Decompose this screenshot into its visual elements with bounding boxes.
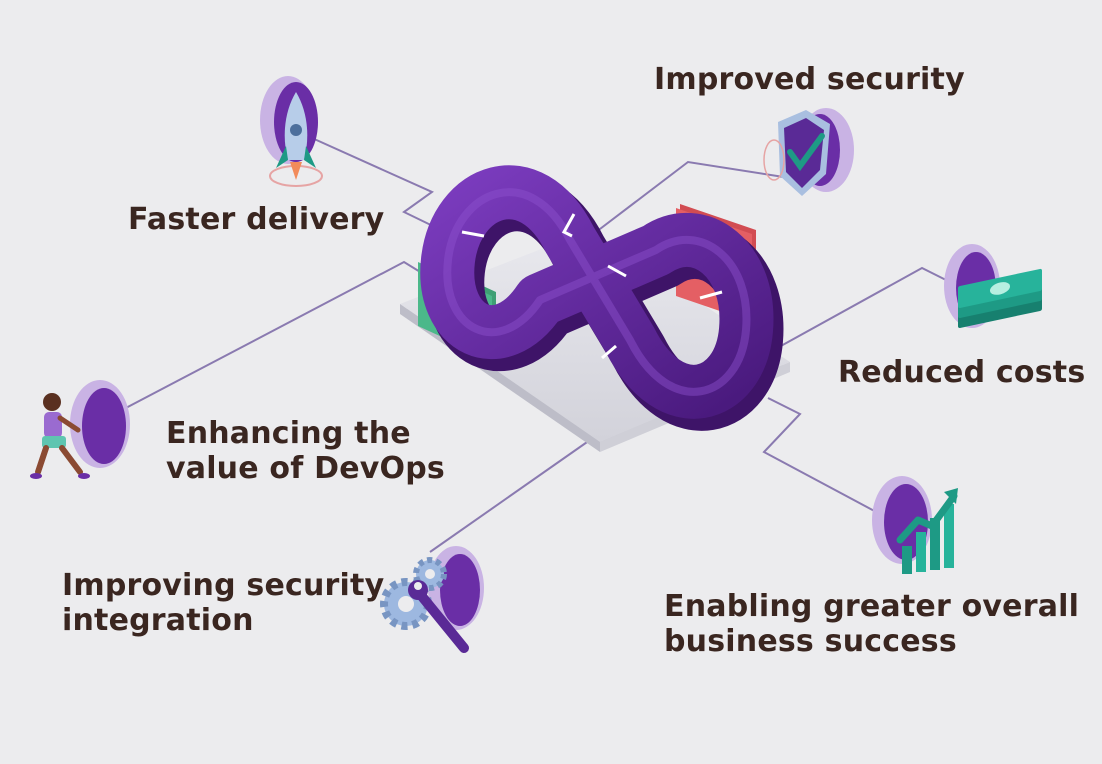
rocket-icon: [260, 76, 323, 187]
connector-enhancing-value: [121, 260, 431, 411]
label-improved-security-text: Improved security: [654, 62, 965, 97]
label-business-success-line2: business success: [664, 624, 957, 659]
label-improved-security: Improved security: [654, 62, 965, 97]
label-security-integration: Improving security integration: [62, 568, 384, 638]
connector-reduced-costs: [769, 266, 951, 353]
label-faster-delivery-text: Faster delivery: [128, 202, 385, 237]
gear-wrench-icon: [380, 546, 484, 653]
label-enhancing-value: Enhancing the value of DevOps: [166, 416, 445, 486]
infinity-icon: [420, 165, 784, 431]
shield-check-icon: [763, 108, 854, 196]
label-business-success-line1: Enabling greater overall: [664, 589, 1080, 624]
connector-business-success: [762, 397, 881, 515]
label-business-success: Enabling greater overall business succes…: [664, 589, 1079, 659]
connector-security-integration: [429, 439, 591, 553]
label-reduced-costs-text: Reduced costs: [838, 355, 1086, 390]
label-faster-delivery: Faster delivery: [128, 202, 384, 237]
connector-improved-security: [595, 160, 791, 233]
label-enhancing-value-line2: value of DevOps: [166, 451, 445, 486]
runner-icon: [30, 380, 130, 479]
label-security-integration-line2: integration: [62, 603, 254, 638]
money-stack-icon: [944, 244, 1042, 328]
growth-chart-icon: [872, 476, 958, 574]
label-security-integration-line1: Improving security: [62, 568, 385, 603]
label-enhancing-value-line1: Enhancing the: [166, 416, 411, 451]
label-reduced-costs: Reduced costs: [838, 355, 1085, 390]
